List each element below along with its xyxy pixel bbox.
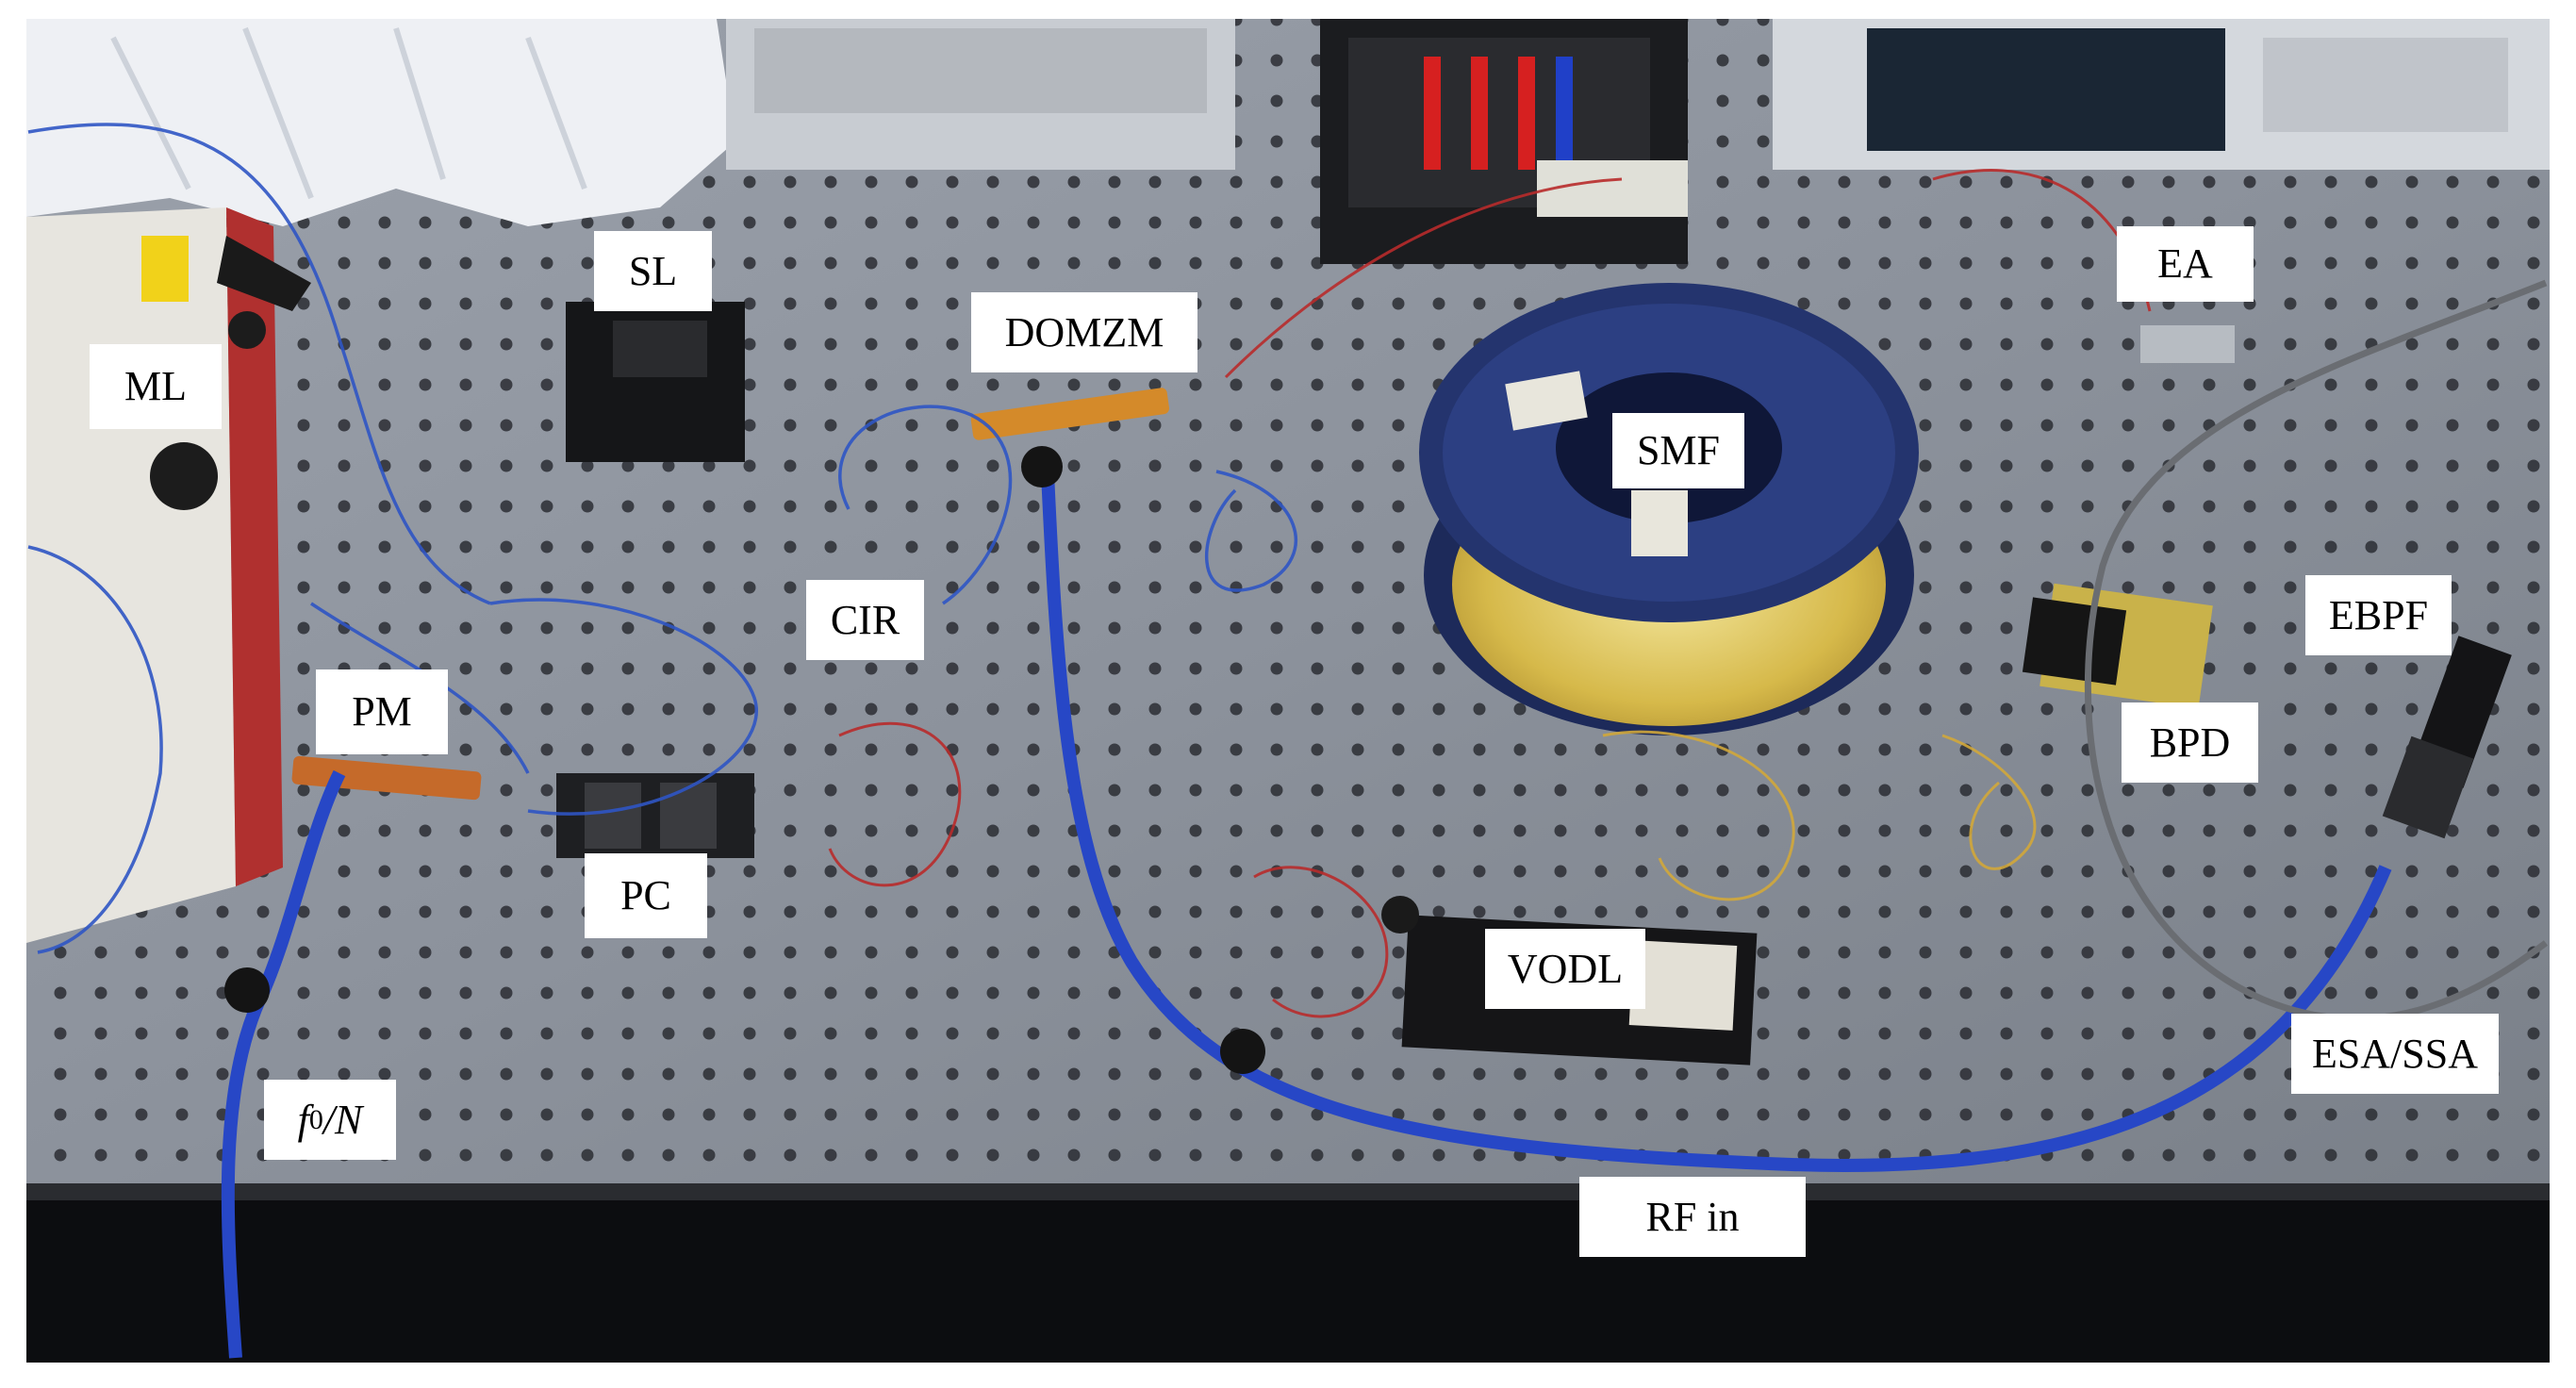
cloth [26, 19, 735, 226]
rf-cable [1040, 452, 2392, 1172]
label-f0n-rest: /N [322, 1096, 363, 1143]
label-rf-in: RF in [1579, 1177, 1806, 1257]
label-f0n-f: f [297, 1096, 309, 1143]
label-domzm: DOMZM [971, 292, 1197, 372]
label-vodl: VODL [1485, 929, 1645, 1009]
laser-housing [26, 207, 236, 943]
label-f0n-sub: 0 [308, 1103, 323, 1135]
label-ml: ML [90, 344, 222, 429]
ea-device [2140, 325, 2235, 363]
label-ea: EA [2117, 226, 2254, 302]
label-ebpf: EBPF [2305, 575, 2452, 655]
domzm-device [970, 388, 1170, 440]
label-pm: PM [316, 669, 448, 754]
label-cir: CIR [806, 580, 924, 660]
label-smf: SMF [1612, 413, 1744, 488]
label-bpd: BPD [2122, 702, 2258, 783]
table-edge [26, 1183, 2550, 1363]
label-pc: PC [585, 853, 707, 938]
label-esa-ssa: ESA/SSA [2291, 1014, 2499, 1094]
label-sl: SL [594, 231, 712, 311]
pm-device [291, 755, 482, 801]
